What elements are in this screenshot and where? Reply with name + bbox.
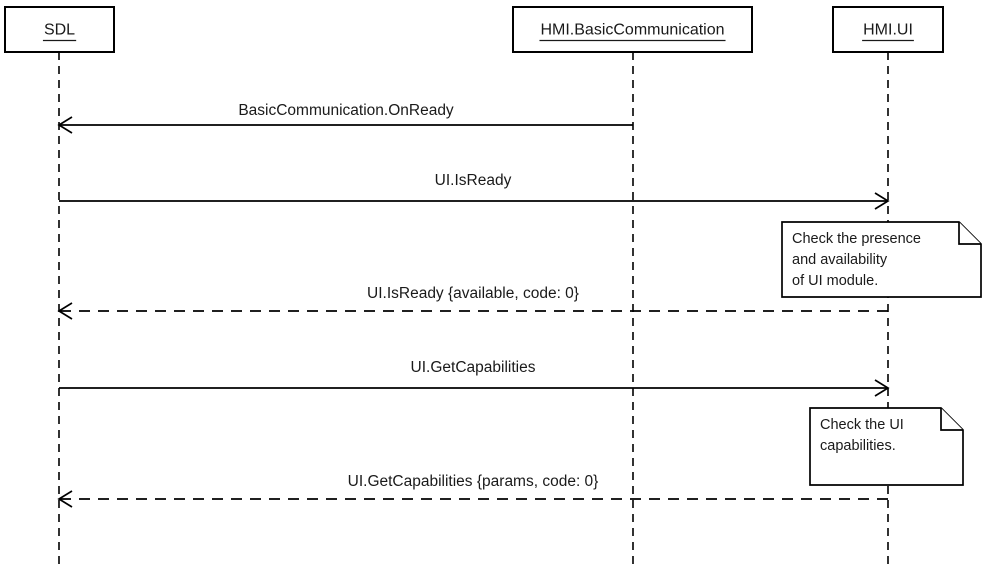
- message-ui-isready-response[interactable]: UI.IsReady {available, code: 0}: [57, 285, 888, 320]
- note-body: [809, 407, 964, 486]
- note-text-line: Check the presence: [792, 231, 921, 247]
- note-fold-corner-icon: [958, 222, 981, 245]
- participant-label: SDL: [44, 22, 75, 39]
- note-text-line: capabilities.: [820, 438, 896, 454]
- notes-layer: Check the presence and availability of UI …: [781, 221, 982, 486]
- participant-box: [4, 6, 115, 53]
- participant-hmi-basiccommunication[interactable]: HMI.BasicCommunication: [512, 6, 753, 53]
- message-label: UI.IsReady {available, code: 0}: [367, 285, 579, 302]
- message-arrowhead: [57, 490, 73, 508]
- message-arrowhead: [57, 302, 73, 320]
- message-label: UI.GetCapabilities {params, code: 0}: [348, 473, 599, 490]
- message-arrowhead: [57, 116, 73, 134]
- message-arrowhead: [874, 379, 890, 397]
- message-label: UI.GetCapabilities: [411, 359, 536, 376]
- message-label: BasicCommunication.OnReady: [238, 102, 454, 119]
- participant-box: [512, 6, 753, 53]
- note-note-ui-presence: Check the presence and availability of UI …: [781, 221, 982, 298]
- message-ui-isready-request[interactable]: UI.IsReady: [59, 172, 890, 210]
- message-basiccommunication-onready[interactable]: BasicCommunication.OnReady: [57, 102, 633, 134]
- message-ui-getcapabilities-response[interactable]: UI.GetCapabilities {params, code: 0}: [57, 473, 888, 508]
- participant-label: HMI.UI: [863, 22, 913, 39]
- note-fold-corner-icon: [940, 408, 963, 431]
- note-note-ui-capabilities: Check the UI capabilities.: [809, 407, 964, 486]
- participant-hmi-ui[interactable]: HMI.UI: [832, 6, 944, 53]
- note-text-line: Check the UI: [820, 417, 904, 433]
- note-body: [781, 221, 982, 298]
- message-ui-getcapabilities-request[interactable]: UI.GetCapabilities: [59, 359, 890, 397]
- note-text-line: and availability: [792, 252, 888, 268]
- message-arrowhead: [874, 192, 890, 210]
- participant-sdl[interactable]: SDL: [4, 6, 115, 53]
- message-label: UI.IsReady: [435, 172, 512, 189]
- participant-boxes-layer: SDL HMI.BasicCommunication HMI.UI: [4, 6, 944, 53]
- note-text-line: of UI module.: [792, 273, 878, 289]
- participant-box: [832, 6, 944, 53]
- participant-label: HMI.BasicCommunication: [540, 22, 724, 39]
- messages-layer: BasicCommunication.OnReadyUI.IsReadyUI.I…: [57, 102, 890, 508]
